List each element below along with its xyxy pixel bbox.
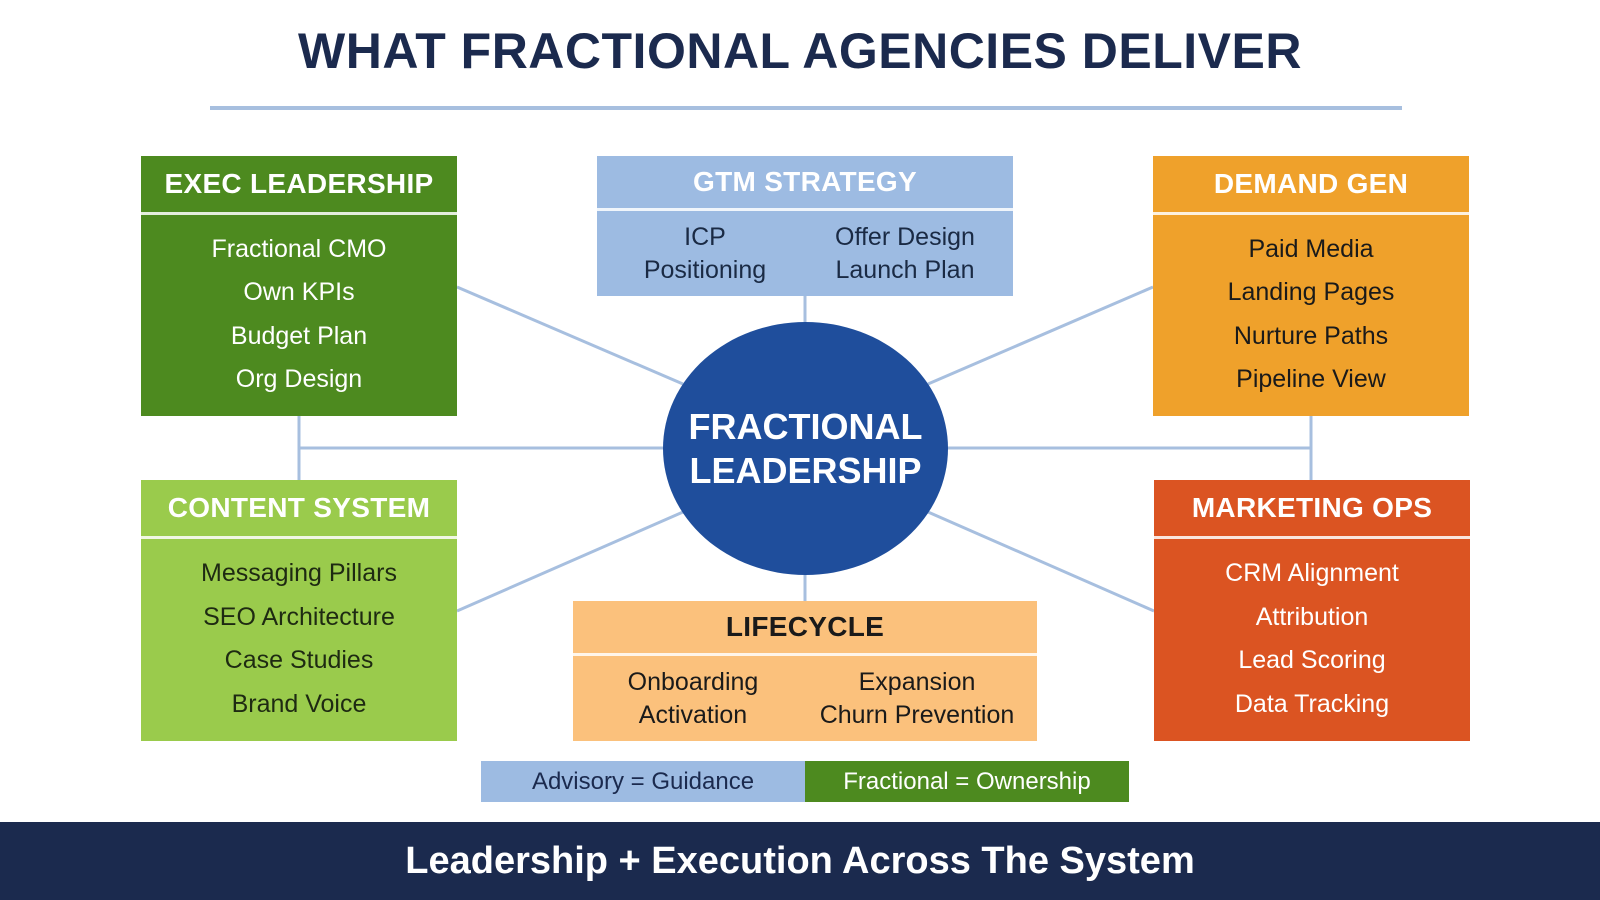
exec-leadership-title: EXEC LEADERSHIP <box>141 156 457 215</box>
title-divider <box>210 106 1402 110</box>
lifecycle-item: Activation <box>638 700 748 729</box>
marketing-ops-box: MARKETING OPS CRM Alignment Attribution … <box>1154 480 1470 741</box>
gtm-item: Positioning <box>643 255 767 284</box>
gtm-strategy-title: GTM STRATEGY <box>597 156 1013 211</box>
content-system-title: CONTENT SYSTEM <box>141 480 457 539</box>
marketing-ops-title: MARKETING OPS <box>1154 480 1470 539</box>
legend-advisory: Advisory = Guidance <box>481 761 805 802</box>
connector-content-hub <box>456 510 684 613</box>
exec-leadership-box: EXEC LEADERSHIP Fractional CMO Own KPIs … <box>141 156 457 416</box>
exec-item: Budget Plan <box>230 321 368 350</box>
demand-item: Nurture Paths <box>1233 321 1389 350</box>
legend: Advisory = Guidance Fractional = Ownersh… <box>481 761 1129 802</box>
demand-item: Pipeline View <box>1236 364 1386 393</box>
page-title: WHAT FRACTIONAL AGENCIES DELIVER <box>298 23 1302 79</box>
gtm-strategy-box: GTM STRATEGY ICP Offer Design Positionin… <box>597 156 1013 296</box>
mops-item: Attribution <box>1255 602 1369 631</box>
content-item: Case Studies <box>224 646 374 675</box>
exec-item: Own KPIs <box>243 278 355 307</box>
content-system-box: CONTENT SYSTEM Messaging Pillars SEO Arc… <box>141 480 457 741</box>
gtm-item: Launch Plan <box>835 255 975 284</box>
connector-exec-hub <box>456 285 684 386</box>
footer-banner: Leadership + Execution Across The System <box>0 822 1600 900</box>
mops-item: Data Tracking <box>1234 689 1390 718</box>
connector-mops-hub <box>927 510 1155 613</box>
mops-item: CRM Alignment <box>1225 559 1399 588</box>
fractional-leadership-hub: FRACTIONAL LEADERSHIP <box>663 322 948 575</box>
legend-fractional: Fractional = Ownership <box>805 761 1129 802</box>
connector-demand-hub <box>927 285 1154 386</box>
lifecycle-box: LIFECYCLE Onboarding Expansion Activatio… <box>573 601 1037 741</box>
exec-item: Org Design <box>235 364 363 393</box>
content-item: SEO Architecture <box>203 602 395 631</box>
demand-gen-title: DEMAND GEN <box>1153 156 1469 215</box>
lifecycle-item: Expansion <box>858 667 976 696</box>
hub-line-1: FRACTIONAL <box>688 406 923 448</box>
gtm-item: ICP <box>684 222 726 251</box>
demand-item: Landing Pages <box>1227 278 1395 307</box>
lifecycle-item: Churn Prevention <box>819 700 1015 729</box>
mops-item: Lead Scoring <box>1238 646 1386 675</box>
gtm-item: Offer Design <box>835 222 975 251</box>
exec-item: Fractional CMO <box>211 235 387 264</box>
lifecycle-item: Onboarding <box>627 667 759 696</box>
demand-item: Paid Media <box>1248 235 1374 264</box>
content-item: Brand Voice <box>231 689 367 718</box>
content-item: Messaging Pillars <box>201 559 397 588</box>
demand-gen-box: DEMAND GEN Paid Media Landing Pages Nurt… <box>1153 156 1469 416</box>
hub-line-2: LEADERSHIP <box>689 449 922 491</box>
lifecycle-title: LIFECYCLE <box>573 601 1037 656</box>
